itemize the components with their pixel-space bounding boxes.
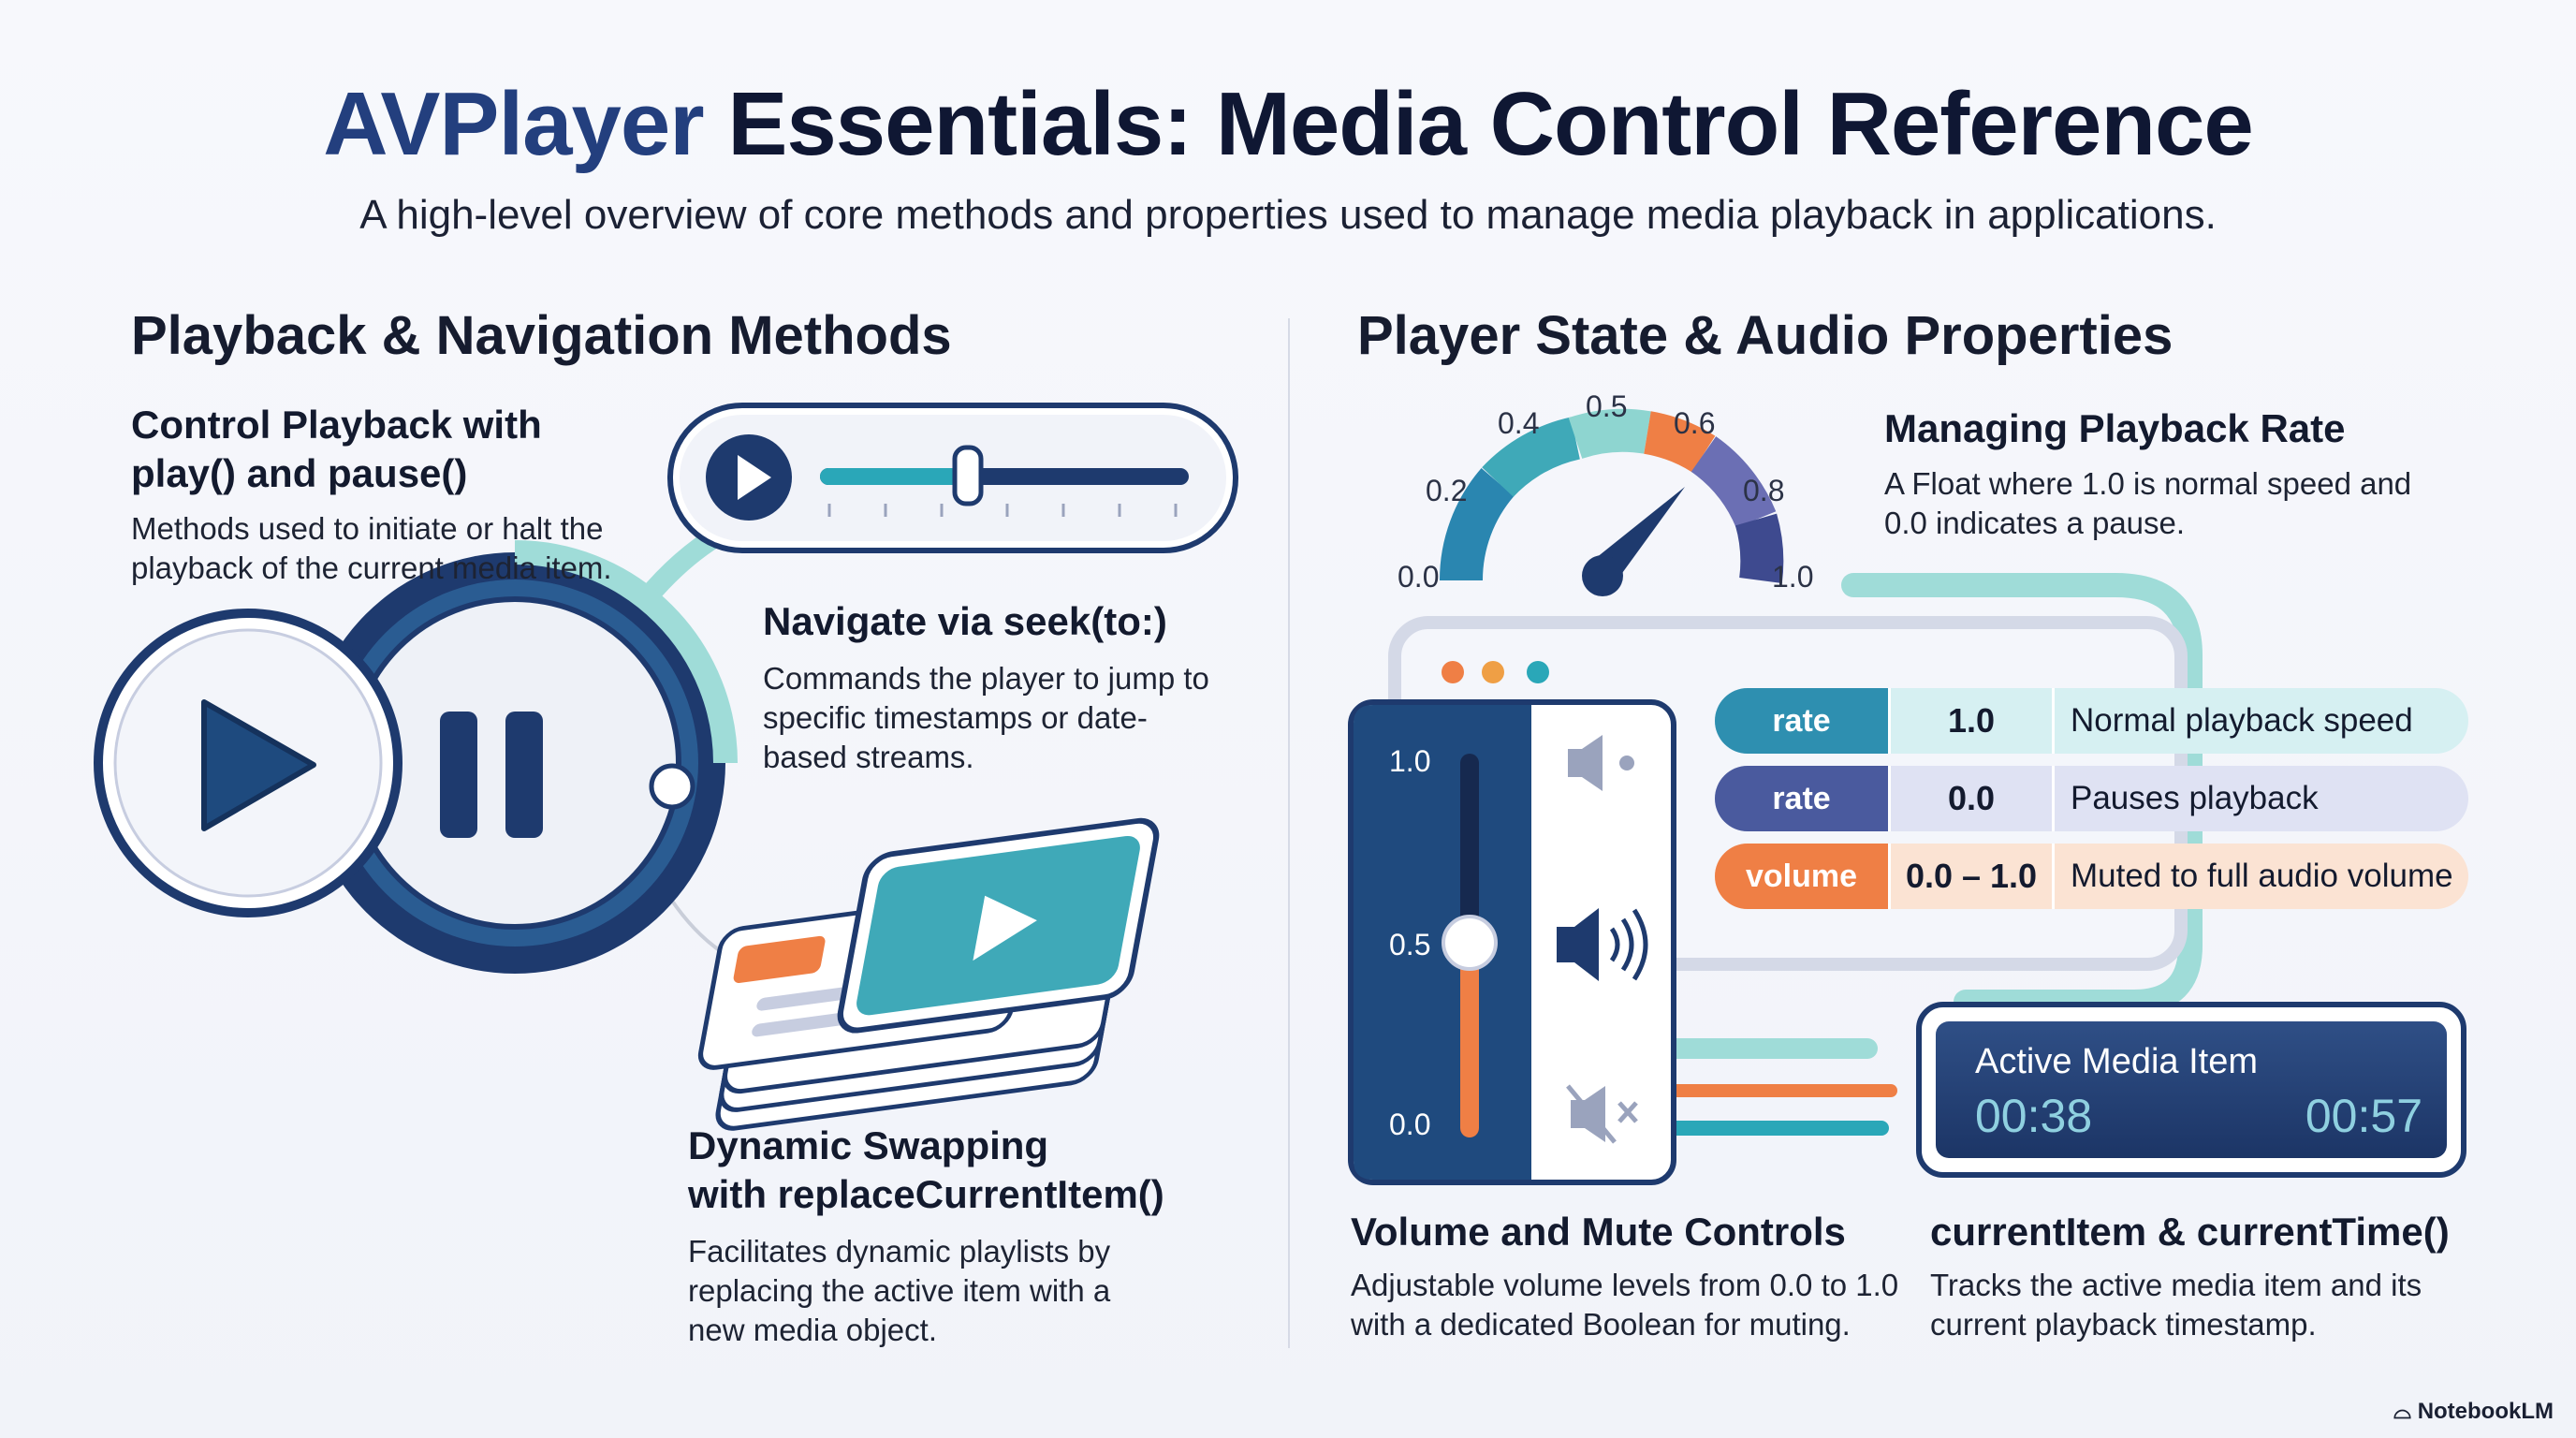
current-title: currentItem & currentTime() (1930, 1210, 2450, 1254)
rate-block: Managing Playback Rate A Float where 1.0… (1884, 404, 2411, 543)
play-pause-desc-2: playback of the current media item. (131, 550, 612, 585)
seek-block: Navigate via seek(to:) Commands the play… (763, 597, 1209, 777)
rate-desc-2: 0.0 indicates a pause. (1884, 506, 2186, 540)
title-avplayer: AVPlayer (323, 74, 704, 174)
current-desc-1: Tracks the active media item and its (1930, 1268, 2422, 1302)
volume-panel-icon (1348, 699, 1676, 1185)
row-value: 0.0 (1888, 766, 2055, 831)
seek-desc-1: Commands the player to jump to (763, 661, 1209, 696)
page-subtitle: A high-level overview of core methods an… (359, 192, 2217, 238)
gauge-label-0: 0.0 (1398, 560, 1439, 594)
title-rest: Essentials: Media Control Reference (727, 74, 2253, 174)
volume-block: Volume and Mute Controls Adjustable volu… (1351, 1208, 1898, 1344)
table-row: rate 1.0 Normal playback speed (1715, 688, 2468, 754)
seek-scrubber-icon (667, 403, 1238, 553)
row-desc: Normal playback speed (2071, 702, 2413, 739)
seek-desc-3: based streams. (763, 740, 974, 774)
row-tag: volume (1715, 844, 1888, 909)
brand-logo: ⌓ NotebookLM (2393, 1399, 2554, 1425)
speaker-mute-icon (1566, 1084, 1638, 1144)
row-tag: rate (1715, 766, 1888, 831)
swap-title-2: with replaceCurrentItem() (688, 1172, 1164, 1216)
current-desc-2: current playback timestamp. (1930, 1307, 2317, 1342)
active-media-card: Active Media Item 00:38 00:57 (1919, 1005, 2464, 1175)
play-pause-block: Control Playback with play() and pause()… (131, 401, 612, 588)
volume-label-bottom: 0.0 (1389, 1108, 1430, 1141)
speaker-high-icon (1557, 908, 1648, 981)
swap-desc-1: Facilitates dynamic playlists by (688, 1234, 1111, 1269)
volume-label-top: 1.0 (1389, 744, 1430, 778)
gauge-label-3: 0.5 (1586, 389, 1627, 423)
volume-slider-labels: 1.0 0.5 0.0 (1389, 744, 1430, 1141)
gauge-labels: 0.0 0.2 0.4 0.5 0.6 0.8 1.0 (1398, 389, 1813, 594)
table-row: rate 0.0 Pauses playback (1715, 766, 2468, 831)
volume-desc-1: Adjustable volume levels from 0.0 to 1.0 (1351, 1268, 1899, 1302)
notebook-icon: ⌓ (2393, 1399, 2418, 1424)
media-cards-stack-icon (697, 817, 1160, 1131)
gauge-label-4: 0.6 (1674, 406, 1715, 440)
speaker-low-icon (1568, 735, 1634, 791)
row-value: 1.0 (1888, 688, 2055, 754)
rate-desc-1: A Float where 1.0 is normal speed and (1884, 466, 2412, 501)
flow-line-teal (1841, 573, 2203, 1014)
seek-desc-2: specific timestamps or date- (763, 700, 1148, 735)
gauge-label-1: 0.2 (1426, 474, 1467, 507)
right-section-heading: Player State & Audio Properties (1357, 305, 2174, 366)
page-title: AVPlayer Essentials: Media Control Refer… (0, 73, 2576, 176)
row-desc: Pauses playback (2071, 780, 2319, 816)
section-divider (1288, 318, 1290, 1348)
play-pause-desc-1: Methods used to initiate or halt the (131, 511, 604, 546)
gauge-label-2: 0.4 (1498, 406, 1539, 440)
current-block: currentItem & currentTime() Tracks the a… (1930, 1208, 2450, 1344)
swap-block: Dynamic Swapping with replaceCurrentItem… (688, 1122, 1164, 1350)
left-section-heading: Playback & Navigation Methods (131, 305, 952, 366)
gauge-label-5: 0.8 (1743, 474, 1784, 507)
row-value: 0.0 – 1.0 (1888, 844, 2055, 909)
swap-desc-3: new media object. (688, 1313, 937, 1347)
play-pause-title-1: Control Playback with (131, 403, 542, 447)
seek-title: Navigate via seek(to:) (763, 599, 1167, 643)
brand-text: NotebookLM (2417, 1399, 2554, 1424)
volume-title: Volume and Mute Controls (1351, 1210, 1846, 1254)
rate-gauge-icon (1439, 408, 1784, 596)
row-desc: Muted to full audio volume (2071, 858, 2453, 894)
active-media-screen: Active Media Item 00:38 00:57 (1936, 1021, 2447, 1158)
play-icon (94, 609, 402, 917)
table-row: volume 0.0 – 1.0 Muted to full audio vol… (1715, 844, 2468, 909)
gauge-label-6: 1.0 (1772, 560, 1813, 594)
swap-title-1: Dynamic Swapping (688, 1123, 1049, 1167)
pause-icon (440, 712, 543, 838)
volume-label-mid: 0.5 (1389, 928, 1430, 961)
swap-desc-2: replacing the active item with a (688, 1273, 1111, 1308)
active-media-label: Active Media Item (1975, 1042, 2258, 1081)
time-duration: 00:57 (2305, 1090, 2422, 1142)
time-current: 00:38 (1975, 1090, 2093, 1142)
rate-title: Managing Playback Rate (1884, 406, 2346, 450)
volume-desc-2: with a dedicated Boolean for muting. (1351, 1307, 1851, 1342)
row-tag: rate (1715, 688, 1888, 754)
play-pause-title-2: play() and pause() (131, 451, 468, 495)
